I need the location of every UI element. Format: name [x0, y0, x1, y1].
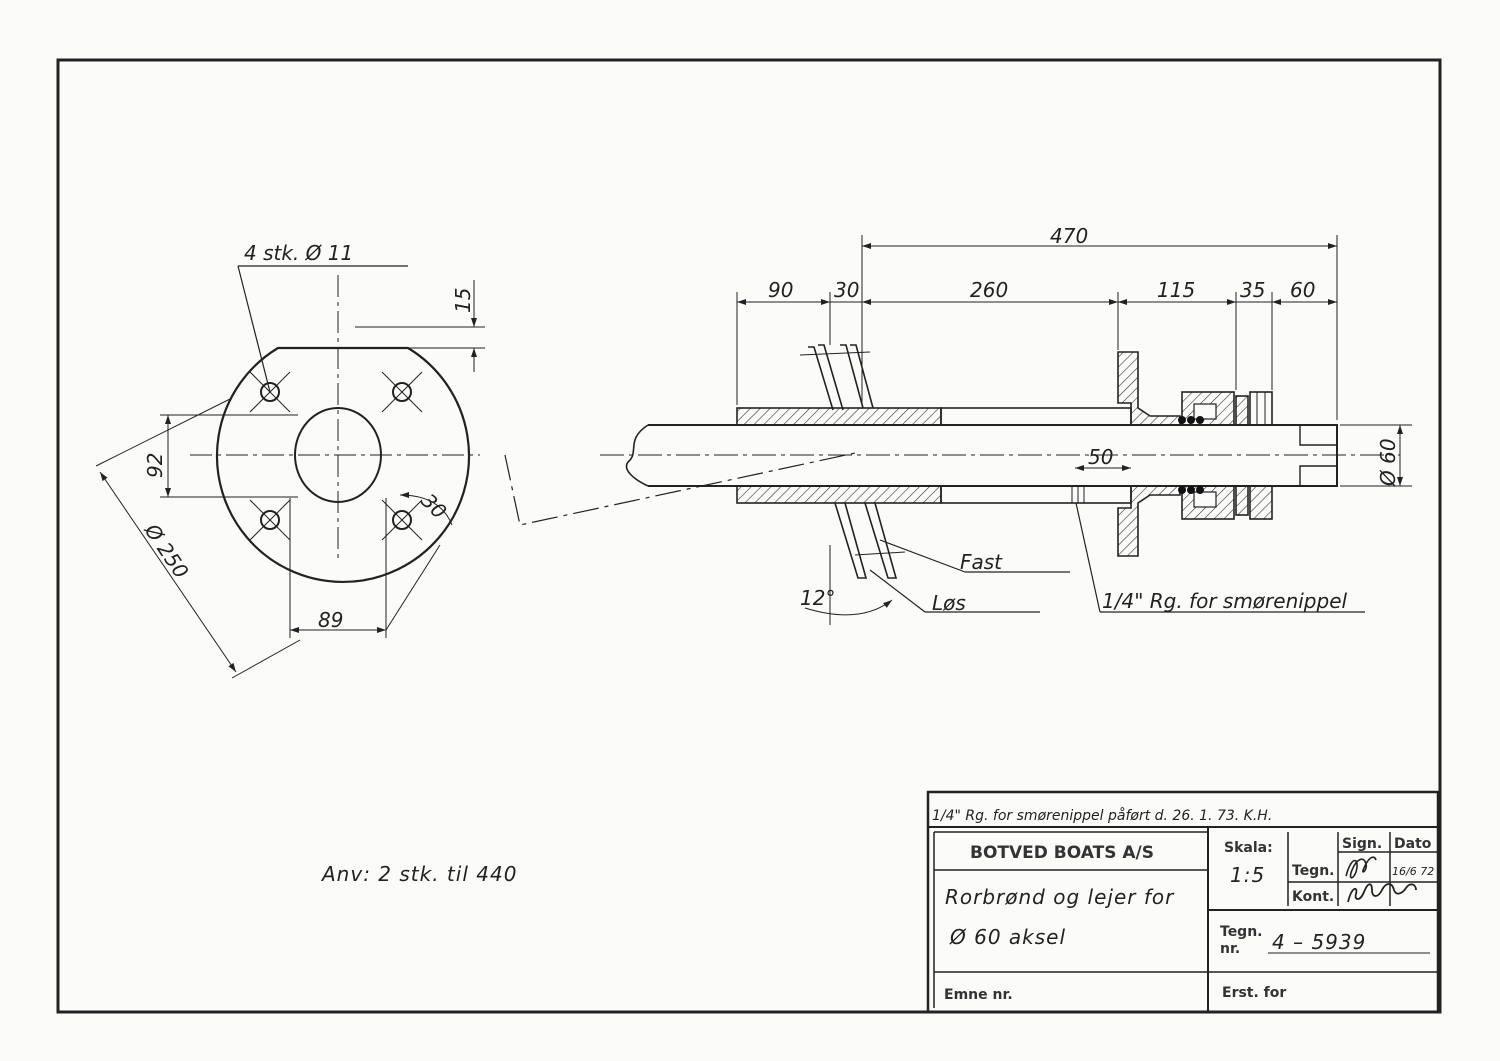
part-number-label: Emne nr.	[944, 987, 1013, 1003]
dim-shaft-diameter: Ø 60	[1376, 438, 1400, 487]
sign-header: Sign.	[1342, 836, 1382, 852]
checked-by-label: Kont.	[1292, 889, 1334, 905]
title-block: 1/4" Rg. for smørenippel påført d. 26. 1…	[926, 790, 1440, 1014]
checked-signature	[1347, 883, 1417, 903]
dim-92: 92	[143, 453, 167, 478]
dim-15: 15	[451, 288, 475, 313]
label-los: Løs	[932, 591, 966, 615]
bolt-hole	[381, 499, 423, 541]
dim-260: 260	[970, 278, 1008, 302]
dim-30: 30	[834, 278, 859, 302]
company-name: BOTVED BOATS A/S	[970, 843, 1154, 863]
dim-angle-12: 12°	[800, 586, 835, 610]
section-line	[504, 451, 861, 526]
drawing-number-label-2: nr.	[1220, 941, 1240, 957]
revision-note: 1/4" Rg. for smørenippel påført d. 26. 1…	[932, 807, 1272, 824]
flange-front-view: 4 stk. Ø 11 15 92 Ø 250 30 89	[95, 241, 485, 679]
dim-470: 470	[1050, 224, 1088, 248]
dim-35: 35	[1240, 278, 1265, 302]
scale-label: Skala:	[1224, 840, 1273, 856]
dim-250: Ø 250	[139, 519, 193, 583]
date-header: Dato	[1394, 836, 1432, 852]
dim-89: 89	[318, 608, 343, 632]
drawing-number-label-1: Tegn.	[1220, 924, 1263, 940]
label-fast: Fast	[960, 550, 1003, 574]
replaces-label: Erst. for	[1222, 985, 1286, 1001]
label-grease-nipple: 1/4" Rg. for smørenippel	[1102, 589, 1348, 613]
drawing-title-line2: Ø 60 aksel	[949, 925, 1066, 949]
holes-label: 4 stk. Ø 11	[244, 241, 353, 265]
drawing-number: 4 – 5939	[1272, 930, 1366, 954]
dim-30-angle: 30	[416, 489, 451, 524]
drawn-signature	[1345, 856, 1377, 879]
bolt-hole	[249, 499, 291, 541]
scale-value: 1:5	[1230, 863, 1265, 887]
dim-60: 60	[1290, 278, 1315, 302]
dim-50: 50	[1088, 445, 1113, 469]
drawing-frame	[56, 58, 1442, 1014]
drawn-by-label: Tegn.	[1292, 863, 1335, 879]
usage-note: Anv: 2 stk. til 440	[320, 862, 517, 886]
drawing-title-line1: Rorbrønd og lejer for	[945, 885, 1175, 909]
section-view: 470 90 30 260 115 35 60 50 Ø 60 12° Fast…	[600, 224, 1412, 625]
dim-115: 115	[1157, 278, 1195, 302]
drawn-date: 16/6 72	[1392, 865, 1434, 878]
dim-90: 90	[768, 278, 793, 302]
bolt-hole	[381, 371, 423, 413]
